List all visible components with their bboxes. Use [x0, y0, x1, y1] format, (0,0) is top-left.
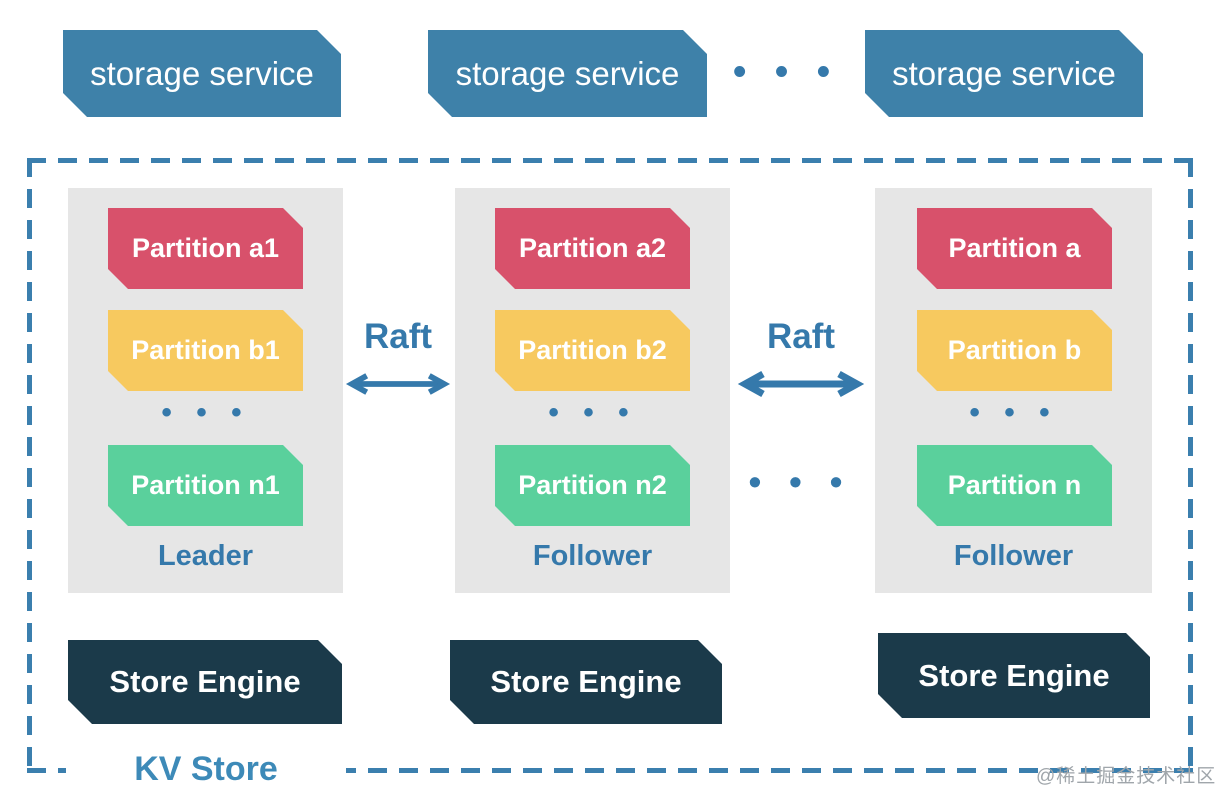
partition-box: Partition n1 [108, 445, 303, 526]
ellipsis-icon: • • • [733, 51, 840, 93]
node-role-label: Follower [953, 540, 1074, 572]
raft-link-2: Raft [731, 316, 871, 398]
store-engine-box-2: Store Engine [450, 640, 722, 724]
storage-service-label: storage service [90, 54, 314, 92]
store-engine-box-1: Store Engine [68, 640, 342, 724]
raft-label: Raft [363, 317, 433, 356]
store-engine-box-3: Store Engine [878, 633, 1150, 718]
kv-store-boundary [27, 158, 1193, 773]
partition-box: Partition a [917, 208, 1112, 289]
partition-box: Partition b [917, 310, 1112, 391]
partition-box: Partition a1 [108, 208, 303, 289]
partition-box: Partition n [917, 445, 1112, 526]
storage-service-label: storage service [455, 54, 680, 92]
partition-label: Partition n1 [131, 470, 280, 500]
storage-service-banner-1: storage service [63, 30, 341, 117]
partition-box: Partition n2 [495, 445, 690, 526]
partition-label: Partition a [948, 233, 1081, 263]
storage-service-banner-2: storage service [428, 30, 707, 117]
partition-label: Partition b2 [518, 335, 667, 365]
raft-link-1: Raft [340, 316, 456, 398]
partition-label: Partition a1 [131, 233, 280, 263]
partition-label: Partition b [947, 335, 1082, 365]
ellipsis-icon: • • • [969, 396, 1058, 429]
raft-arrow-icon [345, 373, 451, 395]
raft-label: Raft [766, 317, 836, 356]
store-engine-label: Store Engine [490, 664, 682, 699]
store-node-follower-1: Partition a2 Partition b2 • • • Partitio… [455, 188, 730, 593]
partition-label: Partition n2 [518, 470, 667, 500]
store-engine-label: Store Engine [109, 664, 301, 699]
partition-box: Partition b1 [108, 310, 303, 391]
node-role-label: Follower [532, 540, 653, 572]
node-role-label: Leader [157, 540, 254, 572]
dashed-border-left [27, 158, 32, 773]
ellipsis-icon: • • • [161, 396, 250, 429]
dashed-border-right [1188, 158, 1193, 773]
partition-label: Partition a2 [518, 233, 667, 263]
partition-label: Partition b1 [131, 335, 280, 365]
dashed-border-bottom [27, 768, 1193, 773]
store-node-follower-2: Partition a Partition b • • • Partition … [875, 188, 1152, 593]
dashed-border-top [27, 158, 1193, 163]
storage-service-label: storage service [892, 54, 1116, 92]
store-engine-label: Store Engine [918, 657, 1110, 693]
ellipsis-icon: • • • [548, 396, 637, 429]
store-node-leader: Partition a1 Partition b1 • • • Partitio… [68, 188, 343, 593]
ellipsis-icon: • • • [748, 461, 852, 502]
watermark-text: @稀土掘金技术社区 [1036, 766, 1217, 787]
partition-label: Partition n [947, 470, 1082, 500]
partition-box: Partition a2 [495, 208, 690, 289]
partition-box: Partition b2 [495, 310, 690, 391]
kv-store-title: KV Store [66, 744, 346, 798]
raft-arrow-icon [737, 370, 865, 398]
storage-service-banner-3: storage service [865, 30, 1143, 117]
